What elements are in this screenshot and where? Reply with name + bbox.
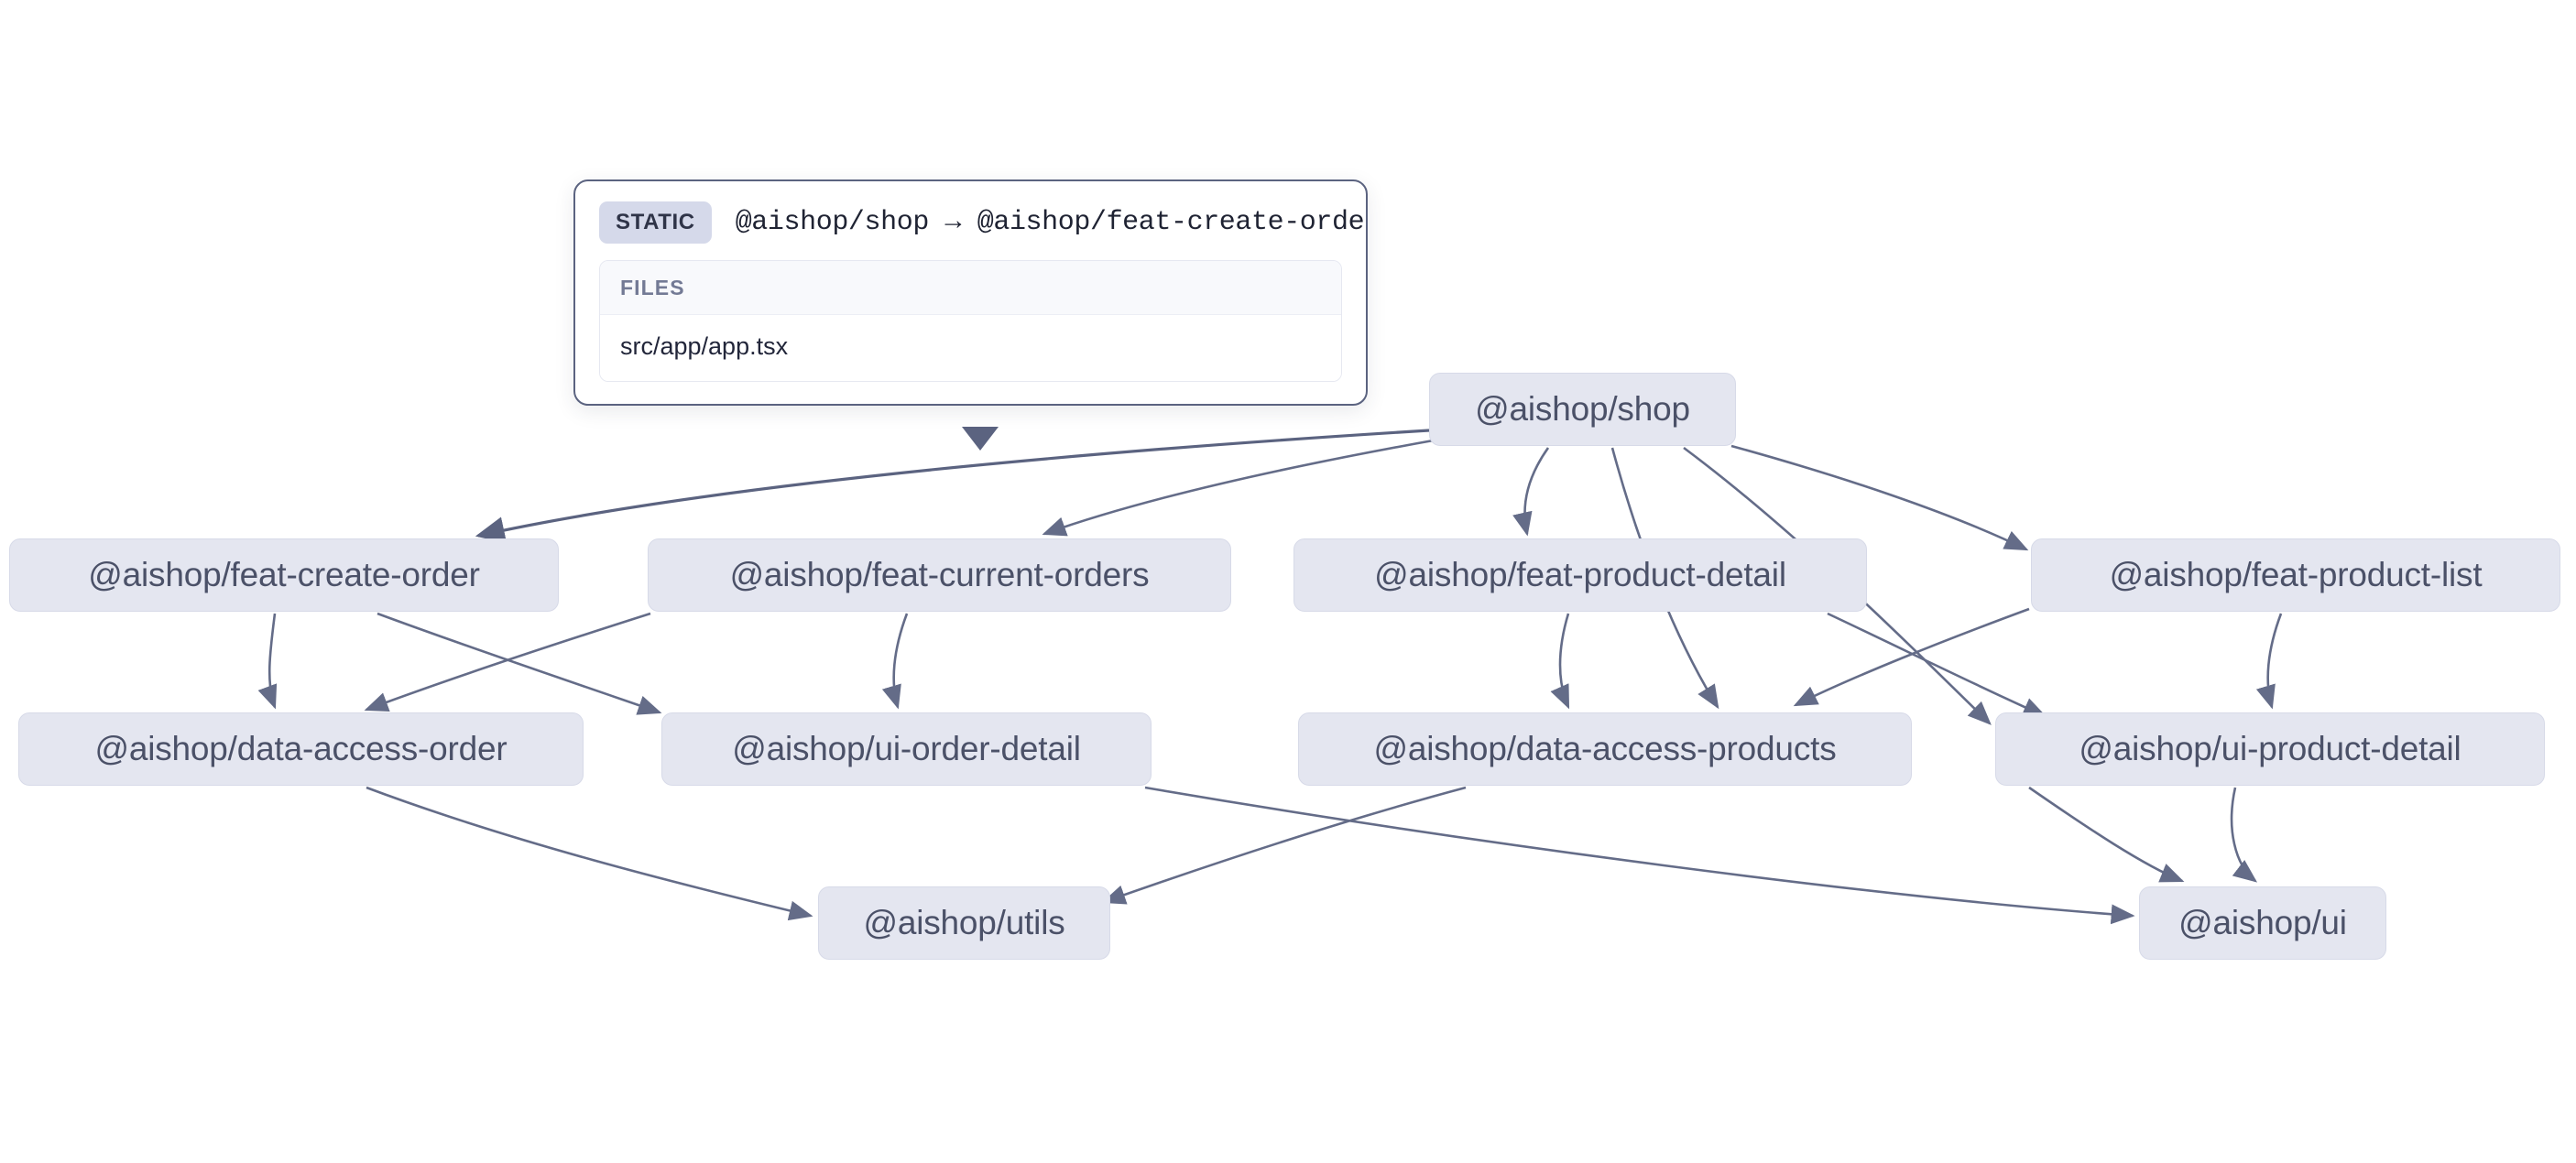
edge-shop-to-feat-current-orders — [1042, 438, 1439, 537]
edge-route-label: @aishop/shop → @aishop/feat-create-order — [735, 207, 1368, 238]
graph-node-utils[interactable]: @aishop/utils — [818, 886, 1110, 960]
graph-node-ui-order-detail[interactable]: @aishop/ui-order-detail — [661, 712, 1152, 786]
edge-files-panel: FILES src/app/app.tsx — [599, 260, 1342, 382]
edge-feat-create-order-to-ui-order-detail — [377, 612, 662, 715]
graph-node-data-access-products[interactable]: @aishop/data-access-products — [1298, 712, 1912, 786]
graph-node-feat-current-orders[interactable]: @aishop/feat-current-orders — [648, 538, 1231, 612]
edge-shop-to-feat-product-list — [1730, 444, 2029, 551]
graph-node-data-access-order[interactable]: @aishop/data-access-order — [18, 712, 584, 786]
graph-node-ui[interactable]: @aishop/ui — [2139, 886, 2386, 960]
edge-ui-product-detail-to-ui — [2230, 787, 2258, 883]
edge-feat-product-detail-to-ui-product-detail — [1827, 612, 2047, 718]
graph-node-ui-product-detail[interactable]: @aishop/ui-product-detail — [1995, 712, 2545, 786]
edge-file-row[interactable]: src/app/app.tsx — [600, 315, 1341, 381]
graph-node-shop[interactable]: @aishop/shop — [1429, 373, 1736, 446]
edge-ui-product-detail-alt-to-ui — [2028, 786, 2185, 883]
graph-node-feat-product-detail[interactable]: @aishop/feat-product-detail — [1293, 538, 1867, 612]
edge-feat-create-order-to-data-access-order — [257, 613, 278, 710]
edge-detail-header: STATIC @aishop/shop → @aishop/feat-creat… — [575, 181, 1366, 256]
edge-ui-order-detail-to-ui — [1144, 786, 2135, 925]
edge-feat-product-detail-to-data-access-products — [1550, 613, 1570, 710]
edge-feat-product-list-to-data-access-products — [1793, 607, 2030, 707]
edge-type-badge: STATIC — [599, 201, 712, 244]
edge-data-access-products-to-utils — [1101, 786, 1467, 905]
edge-shop-to-feat-create-order — [475, 429, 1430, 544]
edge-highlight-card-marker — [962, 427, 999, 451]
graph-node-feat-product-list[interactable]: @aishop/feat-product-list — [2031, 538, 2560, 612]
edge-files-heading: FILES — [600, 261, 1341, 315]
edge-shop-to-feat-product-detail — [1512, 447, 1550, 537]
edge-data-access-order-to-utils — [366, 786, 813, 921]
edge-detail-card[interactable]: STATIC @aishop/shop → @aishop/feat-creat… — [573, 179, 1368, 406]
edge-feat-current-orders-to-ui-order-detail — [881, 613, 909, 710]
edge-feat-current-orders-to-data-access-order — [364, 612, 651, 712]
graph-node-feat-create-order[interactable]: @aishop/feat-create-order — [9, 538, 559, 612]
edge-feat-product-list-to-ui-product-detail — [2255, 613, 2283, 710]
